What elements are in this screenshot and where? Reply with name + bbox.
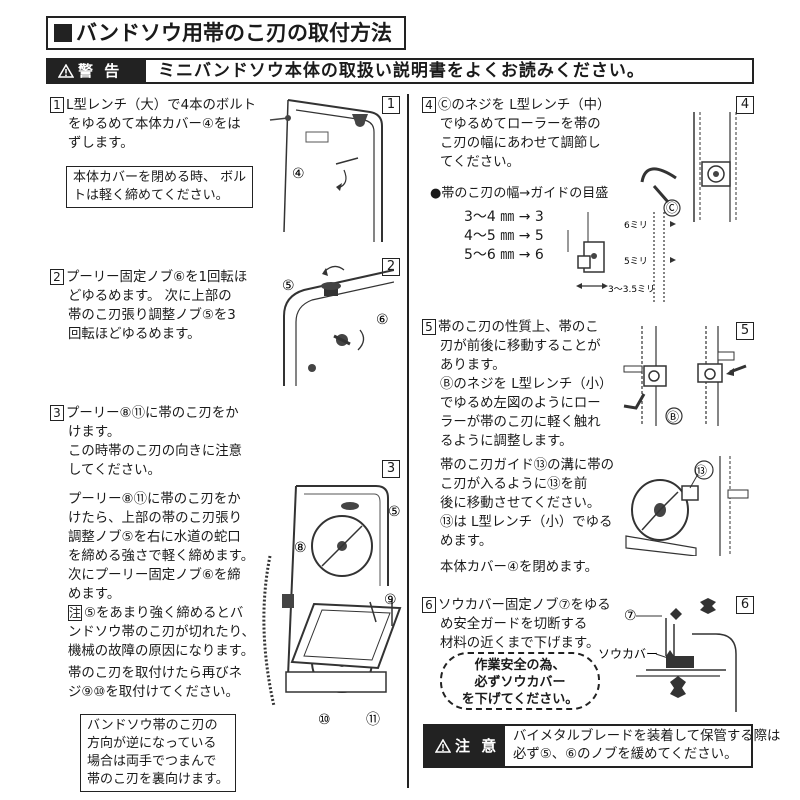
callout-11: ⑪ (366, 712, 380, 728)
figure-6-saw-cover: ⑦ ソウカバー (598, 598, 737, 712)
caution-label: 注 意 (425, 726, 505, 766)
guide-table: 3～4 ㎜ → 3 4～5 ㎜ → 5 5～6 ㎜ → 6 (464, 209, 544, 263)
step-number: 5 (422, 319, 436, 335)
figure-4-scale-detail: 6ミリ 5ミリ 3～3.5ミリ (567, 212, 676, 302)
step-5-text-c: 本体カバー④を閉めます。 (440, 560, 598, 575)
caution-mark: 注 (68, 605, 82, 621)
scale-label-3-3.5mm: 3～3.5ミリ (608, 285, 655, 295)
step-number: 6 (422, 597, 436, 613)
column-divider (407, 94, 409, 788)
figure-number: 3 (382, 460, 400, 478)
callout-6: ⑥ (376, 312, 389, 328)
step-number: 4 (422, 97, 436, 113)
step-number: 3 (50, 405, 64, 421)
page-title: バンドソウ用帯のこ刃の取付方法 (46, 16, 406, 50)
figure-5-blade-guide: ⑬ (625, 456, 749, 556)
figure-4-guide-roller: Ⓒ (640, 112, 737, 222)
warning-triangle-icon (434, 738, 452, 753)
step-5-text-b: 帯のこ刃ガイド⑬の溝に帯の こ刃が入るように⑬を前 後に移動させてください。 ⑬… (440, 458, 615, 549)
figure-2-knobs: ⑤ ⑥ (282, 265, 394, 386)
step-3-text-c: 帯のこ刃を取付けたら再びネ ジ⑨⑩を取付けてください。 (68, 666, 243, 700)
callout-7: ⑦ (624, 608, 637, 624)
figure-number: 5 (736, 322, 754, 340)
warning-triangle-icon (58, 64, 74, 78)
figure-number: 6 (736, 596, 754, 614)
callout-10: ⑩ (318, 712, 331, 728)
step-3-note-box: バンドソウ帯のこ刃の 方向が逆になっている 場合は両手でつまんで 帯のこ刃を裏向… (80, 714, 236, 792)
caution-note-text: バイメタルブレードを装着して保管する際は 必ず⑤、⑥のノブを緩めてください。 (513, 729, 781, 762)
step-3-text-b: プーリー⑧⑪に帯のこ刃をか けたら、上部の帯のこ刃張り 調整ノブ⑤を右に水道の蛇… (68, 492, 255, 659)
callout-5: ⑤ (282, 278, 295, 294)
caution-note-bar: 注 意 バイメタルブレードを装着して保管する際は 必ず⑤、⑥のノブを緩めてくださ… (423, 724, 780, 768)
callout-4: ④ (292, 166, 305, 182)
warning-label: 警 告 (48, 60, 146, 82)
callout-8: ⑧ (294, 540, 307, 556)
saw-cover-label: ソウカバー (598, 647, 658, 661)
step-1-note-box: 本体カバーを閉める時、 ボル トは軽く締めてください。 (66, 166, 254, 208)
figure-5-roller-adjust: Ⓑ (623, 326, 747, 426)
figure-number: 4 (736, 96, 754, 114)
warning-text: ミニバンドソウ本体の取扱い説明書をよくお読みください。 (158, 61, 645, 81)
callout-5: ⑤ (388, 504, 401, 520)
callout-9: ⑨ (384, 592, 397, 608)
guide-table-title: ●帯のこ刃の幅→ガイドの目盛 (430, 186, 609, 201)
scale-label-5mm: 5ミリ (624, 257, 648, 267)
safety-callout: 作業安全の為、 必ずソウカバー を下げてください。 (440, 652, 600, 710)
step-number: 1 (50, 97, 64, 113)
scale-label-6mm: 6ミリ (624, 221, 648, 231)
figure-3-bandsaw: ⑤ ⑧ ⑨ ⑩ ⑪ (262, 485, 402, 728)
warning-bar: 警 告 ミニバンドソウ本体の取扱い説明書をよくお読みください。 (46, 58, 754, 84)
callout-B: Ⓑ (667, 410, 679, 424)
figure-1-cover-removal: ④ (269, 99, 383, 242)
callout-13: ⑬ (695, 464, 707, 478)
step-number: 2 (50, 269, 64, 285)
callout-C: Ⓒ (666, 201, 678, 215)
figure-number: 1 (382, 96, 400, 114)
title-square-bullet (54, 24, 72, 42)
